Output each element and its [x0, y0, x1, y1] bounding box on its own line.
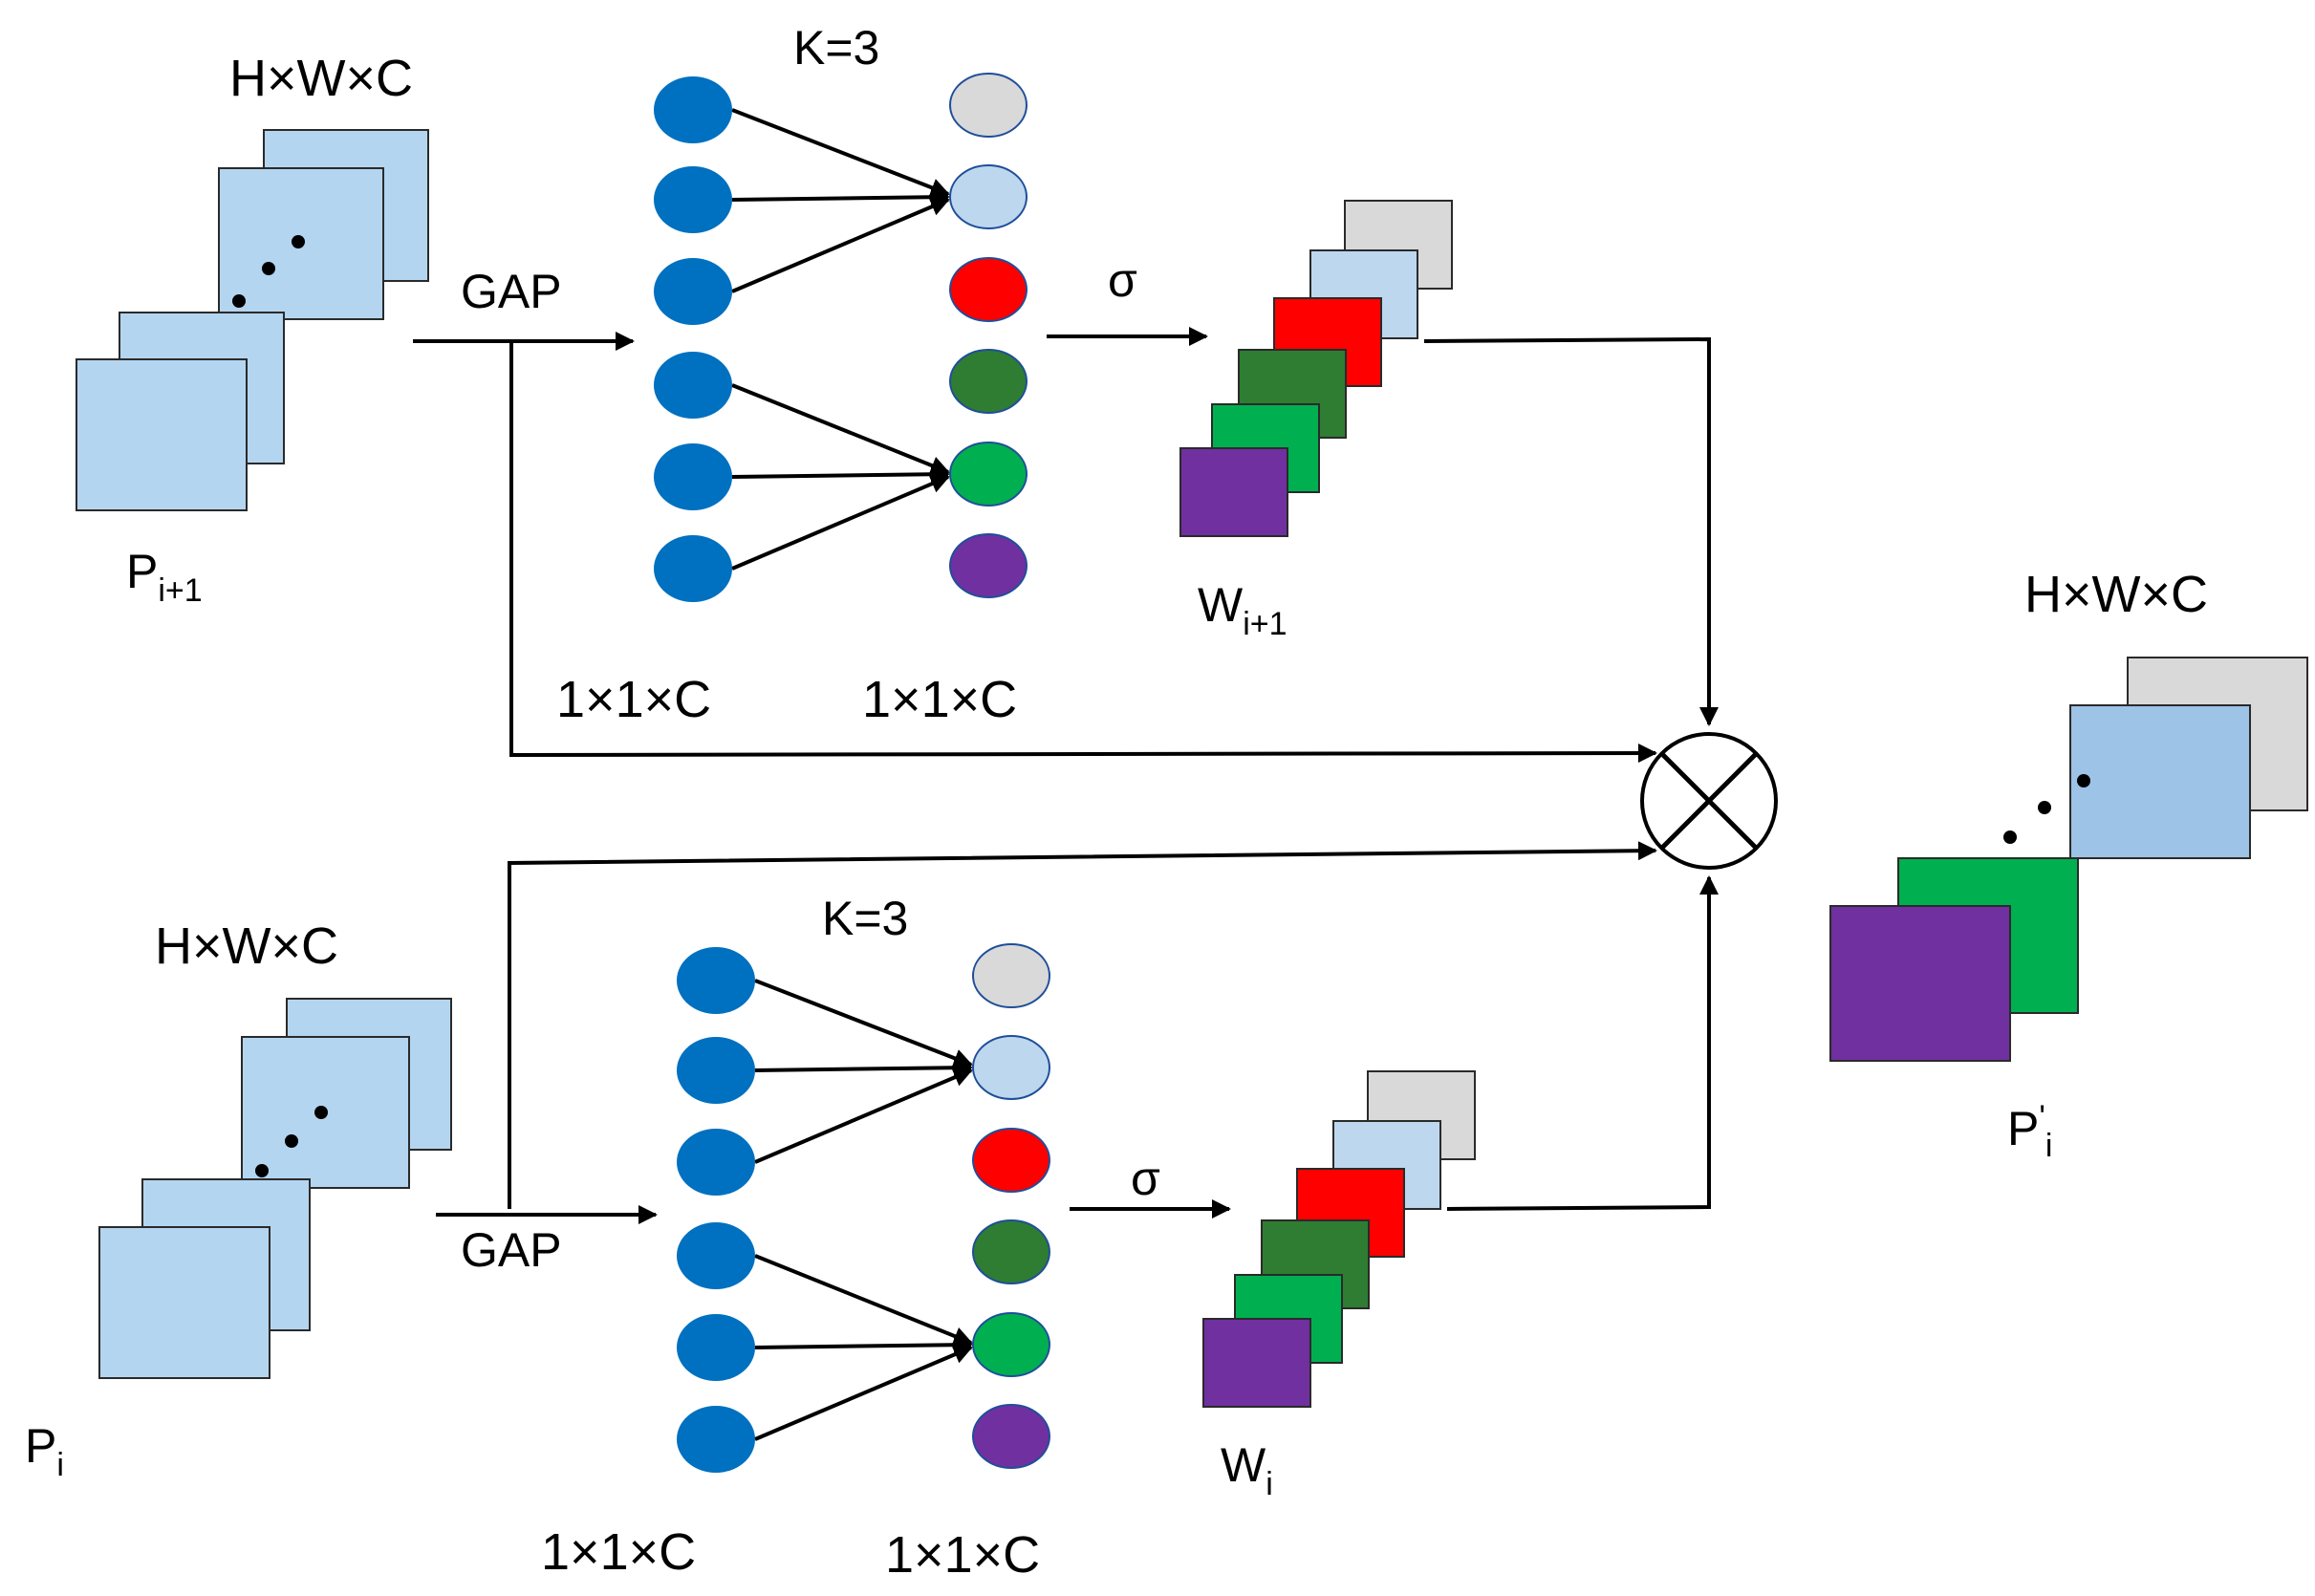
top-conv-edge [731, 108, 950, 197]
bottom-weight-arrow [1446, 875, 1719, 1211]
bottom-input-dot [314, 1106, 328, 1119]
top-sigma-label: σ [1108, 253, 1137, 307]
bottom-input-tile-1 [98, 1226, 270, 1379]
top-gap-vector [654, 76, 732, 602]
bottom-gap-node [677, 1314, 755, 1381]
bottom-conv-edge [754, 1335, 973, 1355]
top-conv-vector [949, 73, 1028, 598]
top-conv-edge [731, 383, 950, 475]
output-dot [2038, 801, 2051, 814]
bottom-gap-vector [677, 947, 755, 1473]
top-branch: H×W×C Pi+1 GAP K=3 [76, 21, 1719, 764]
bottom-bypass-arrow [508, 841, 1657, 1209]
top-gap-node [654, 76, 732, 143]
bottom-gap-node [677, 1406, 755, 1473]
top-gap-label: GAP [461, 265, 562, 318]
top-conv-edge [731, 187, 950, 207]
bottom-input-dims: H×W×C [155, 917, 338, 975]
top-conv-edges [731, 108, 950, 571]
output-tile-blue [2069, 704, 2251, 859]
top-input-dims: H×W×C [229, 50, 413, 107]
bottom-conv-edge [754, 1345, 973, 1441]
bottom-input-label: Pi [25, 1419, 64, 1483]
bottom-weight-label: Wi [1221, 1438, 1273, 1502]
top-gap-node [654, 258, 732, 325]
output-branch: H×W×C P'i [1829, 566, 2308, 1164]
top-input-dot [262, 262, 275, 275]
bottom-conv-node [972, 1035, 1050, 1100]
top-left-col-dims: 1×1×C [556, 671, 711, 728]
bottom-gap-node [677, 947, 755, 1014]
top-conv-node [949, 164, 1028, 229]
output-label: P'i [2007, 1099, 2052, 1164]
bottom-conv-node [972, 1404, 1050, 1469]
bottom-weight-tile [1202, 1318, 1311, 1408]
top-conv-node [949, 442, 1028, 507]
bottom-gap-label: GAP [461, 1223, 562, 1277]
bottom-conv-node [972, 1312, 1050, 1377]
top-conv-node [949, 533, 1028, 598]
bottom-k-label: K=3 [822, 892, 908, 945]
top-weight-tile [1179, 447, 1288, 537]
top-weight-stack [1179, 200, 1453, 537]
top-input-stack [76, 129, 429, 511]
bottom-conv-node [972, 1219, 1050, 1284]
bottom-conv-edge [754, 979, 973, 1068]
top-right-col-dims: 1×1×C [862, 671, 1017, 728]
top-bypass-arrow [509, 341, 1657, 764]
bottom-conv-node [972, 943, 1050, 1008]
top-conv-node [949, 257, 1028, 322]
top-weight-label: Wi+1 [1198, 578, 1287, 642]
top-input-tile-1 [76, 358, 248, 511]
top-gap-node [654, 352, 732, 419]
top-conv-node [949, 349, 1028, 414]
top-gap-node [654, 535, 732, 602]
output-tile-purple [1829, 905, 2011, 1062]
bottom-input-stack [98, 998, 452, 1379]
top-gap-node [654, 166, 732, 233]
bottom-branch: H×W×C Pi GAP K=3 [25, 841, 1719, 1584]
bottom-conv-edges [754, 979, 973, 1441]
top-conv-edge [731, 464, 950, 485]
top-gap-node [654, 443, 732, 510]
bottom-conv-edge [754, 1254, 973, 1346]
top-conv-node [949, 73, 1028, 138]
bottom-weight-stack [1202, 1070, 1476, 1408]
bottom-right-col-dims: 1×1×C [885, 1526, 1040, 1584]
top-conv-edge [731, 474, 950, 571]
output-stack [1829, 657, 2308, 1062]
bottom-left-col-dims: 1×1×C [541, 1523, 696, 1581]
bottom-input-dot [255, 1164, 269, 1177]
output-dims: H×W×C [2024, 566, 2208, 623]
top-k-label: K=3 [793, 21, 879, 75]
top-weight-arrow [1423, 336, 1719, 726]
top-input-label: Pi+1 [126, 545, 203, 609]
multiply-cross-stroke [1659, 751, 1759, 851]
multiply-operator [1640, 732, 1778, 870]
bottom-conv-edge [754, 1058, 973, 1078]
bottom-conv-node [972, 1128, 1050, 1193]
top-input-dot [292, 235, 305, 248]
bottom-sigma-label: σ [1131, 1152, 1160, 1205]
bottom-gap-node [677, 1037, 755, 1104]
top-input-dot [232, 294, 246, 308]
bottom-gap-node [677, 1129, 755, 1196]
bottom-conv-edge [754, 1068, 973, 1164]
output-dot [2003, 830, 2017, 844]
top-conv-edge [731, 197, 950, 293]
bottom-input-dot [285, 1134, 298, 1148]
output-dot [2077, 774, 2090, 787]
bottom-conv-vector [972, 943, 1050, 1469]
bottom-gap-node [677, 1222, 755, 1289]
